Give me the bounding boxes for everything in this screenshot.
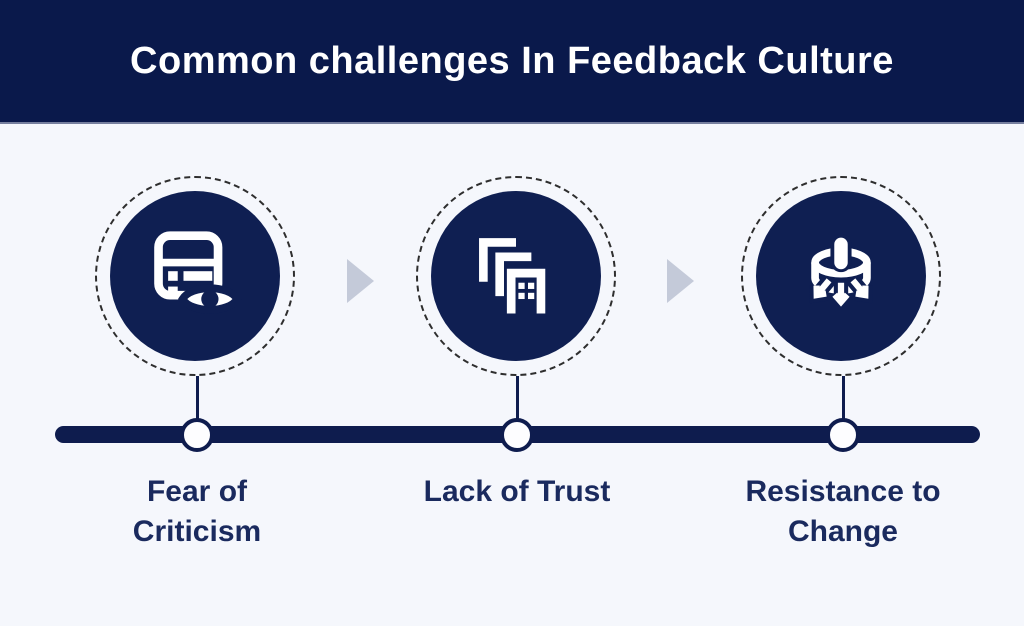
timeline-node (826, 418, 860, 452)
right-triangle-arrow-icon (667, 259, 694, 303)
step-label: Fear of Criticism (132, 475, 262, 548)
icon-circle (431, 191, 601, 361)
right-triangle-arrow-icon (347, 259, 374, 303)
document-review-eye-icon (154, 231, 242, 314)
icon-circle (110, 191, 280, 361)
connector-line (195, 376, 199, 434)
connector-line (516, 376, 519, 434)
timeline-node (500, 418, 534, 452)
header-banner: Common challenges In Feedback Culture (0, 0, 1024, 124)
icon-circle (756, 191, 926, 361)
dashed-ring (95, 176, 295, 376)
dashed-ring (416, 176, 616, 376)
step-label: Resistance to Change (745, 475, 941, 548)
page-title: Common challenges In Feedback Culture (130, 39, 894, 82)
plunger-pressure-icon (809, 233, 873, 313)
stacked-buildings-icon (479, 238, 546, 314)
connector-line (841, 376, 845, 434)
step-label: Lack of Trust (423, 475, 611, 508)
timeline-node (180, 418, 214, 452)
dashed-ring (741, 176, 941, 376)
